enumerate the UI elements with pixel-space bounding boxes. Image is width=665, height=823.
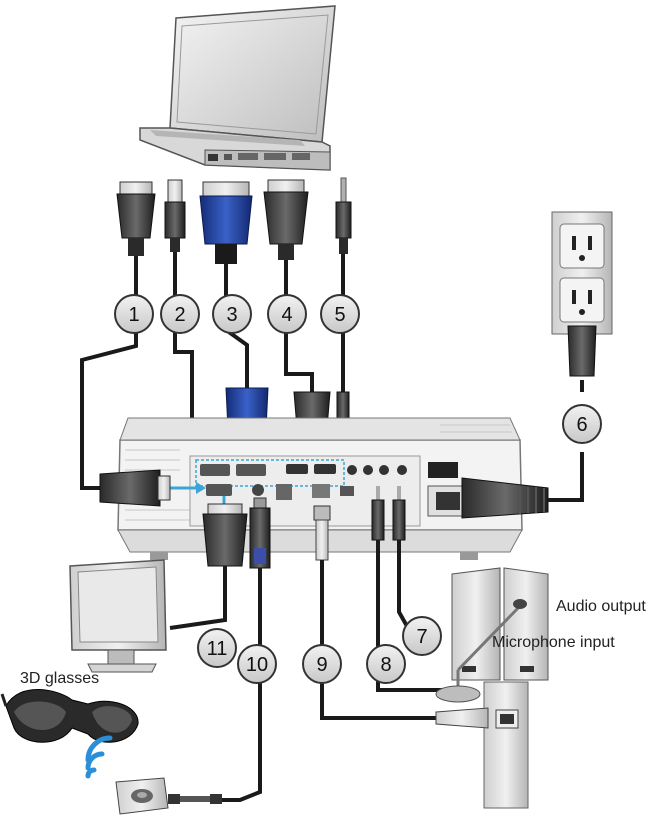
callout-number: 7	[416, 626, 427, 648]
laptop	[139, 5, 336, 171]
callout-number: 6	[576, 414, 587, 436]
3d-sync-plug	[249, 497, 271, 569]
callout-number: 10	[246, 654, 268, 676]
callout-3: 3	[212, 294, 252, 334]
callout-number: 8	[380, 654, 391, 676]
callout-number: 11	[207, 638, 228, 660]
callout-number: 3	[226, 304, 237, 326]
power-cable	[461, 380, 584, 519]
microphone	[435, 599, 527, 703]
3d-glasses-label: 3D glasses	[20, 670, 100, 687]
3d-glasses	[0, 689, 139, 743]
callout-10: 10	[237, 644, 277, 684]
callout-4: 4	[267, 294, 307, 334]
callout-number: 4	[281, 304, 292, 326]
monitor	[69, 559, 167, 673]
vga-connector	[199, 181, 253, 264]
microphone-input-label: Microphone input	[492, 634, 615, 651]
callout-9: 9	[302, 644, 342, 684]
audio-plugs	[371, 486, 406, 541]
callout-5: 5	[320, 294, 360, 334]
callouts: 1 2 3 4 5 6 7 8 9 10 11	[114, 294, 602, 684]
callout-number: 1	[128, 304, 139, 326]
callout-7: 7	[402, 616, 442, 656]
callout-1: 1	[114, 294, 154, 334]
rj45-plug	[313, 505, 331, 561]
monitor-vga-plug	[202, 503, 248, 586]
3d-emitter	[115, 777, 222, 815]
callout-number: 9	[316, 654, 327, 676]
wireless-signal-icon	[85, 735, 113, 779]
callout-6: 6	[562, 404, 602, 444]
callout-number: 5	[334, 304, 345, 326]
wall-outlet	[551, 211, 613, 377]
audio-output-label: Audio output	[556, 598, 646, 615]
speakers	[451, 567, 549, 681]
callout-11: 11	[197, 628, 237, 668]
rs232-connector	[116, 181, 156, 256]
rs232-plug	[99, 469, 171, 507]
usb-connector	[164, 179, 186, 252]
callout-8: 8	[366, 644, 406, 684]
audio-jack-connector	[335, 177, 352, 254]
lan-wall-jack	[435, 681, 529, 809]
callout-number: 2	[174, 304, 185, 326]
hdmi-connector	[263, 179, 309, 260]
callout-2: 2	[160, 294, 200, 334]
